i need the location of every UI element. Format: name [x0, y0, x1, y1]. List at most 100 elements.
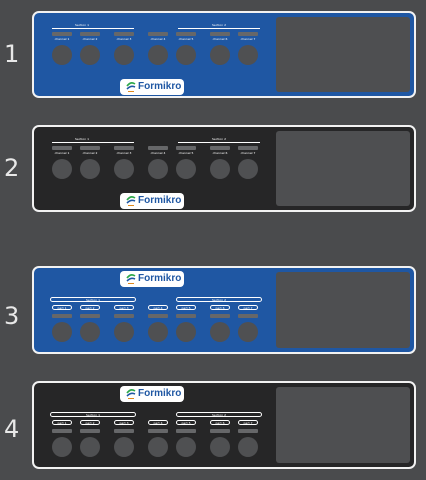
knob-7[interactable]	[238, 159, 258, 179]
channel-label: channel 3	[116, 37, 132, 41]
display-window	[276, 131, 410, 206]
channel-label: channel 4	[150, 151, 166, 155]
brand-logo: Formikro	[120, 271, 184, 287]
section-2-title: Section 2	[176, 412, 262, 417]
panel-3: Formikro Section 1 Section 2 part 1 part…	[32, 266, 416, 354]
label-slot	[176, 429, 196, 433]
knob-1[interactable]	[52, 159, 72, 179]
label-slot	[114, 429, 134, 433]
section-2-bar	[178, 142, 260, 143]
knob-6[interactable]	[210, 322, 230, 342]
channel-label: channel 2	[82, 151, 98, 155]
channel-label: channel 7	[240, 37, 256, 41]
knob-3[interactable]	[114, 159, 134, 179]
knob-4[interactable]	[148, 159, 168, 179]
display-window	[276, 17, 410, 92]
knob-7[interactable]	[238, 322, 258, 342]
knob-6[interactable]	[210, 437, 230, 457]
part-label: part 5	[176, 305, 196, 310]
channel-label: channel 3	[116, 151, 132, 155]
channel-label: channel 1	[54, 151, 70, 155]
row-number-3: 3	[4, 302, 20, 330]
knob-4[interactable]	[148, 437, 168, 457]
brand-logo: Formikro	[120, 386, 184, 402]
panel-1: Section 1 Section 2 channel 1 channel 2 …	[32, 11, 416, 98]
section-1-bar	[52, 142, 134, 143]
knob-5[interactable]	[176, 159, 196, 179]
knob-3[interactable]	[114, 437, 134, 457]
display-window	[276, 387, 410, 463]
label-slot	[148, 429, 168, 433]
part-label: part 3	[114, 305, 134, 310]
label-slot	[210, 146, 230, 150]
knob-3[interactable]	[114, 322, 134, 342]
label-slot	[114, 32, 134, 36]
part-label: part 7	[238, 305, 258, 310]
label-slot	[210, 32, 230, 36]
knob-5[interactable]	[176, 45, 196, 65]
label-slot	[80, 429, 100, 433]
brand-name: Formikro	[138, 81, 182, 92]
part-label: part 2	[80, 420, 100, 425]
knob-1[interactable]	[52, 45, 72, 65]
label-slot	[176, 32, 196, 36]
label-slot	[238, 32, 258, 36]
section-1-bar	[52, 28, 134, 29]
knob-4[interactable]	[148, 322, 168, 342]
knob-4[interactable]	[148, 45, 168, 65]
section-2-bar	[178, 28, 260, 29]
knob-3[interactable]	[114, 45, 134, 65]
knob-5[interactable]	[176, 322, 196, 342]
label-slot	[238, 146, 258, 150]
brand-name: Formikro	[138, 273, 182, 284]
brand-name: Formikro	[138, 388, 182, 399]
row-number-4: 4	[4, 415, 20, 443]
label-slot	[210, 314, 230, 318]
knob-2[interactable]	[80, 159, 100, 179]
brand-logo: Formikro	[120, 193, 184, 209]
section-1-title: Section 1	[50, 297, 136, 302]
label-slot	[52, 146, 72, 150]
part-label: part 6	[210, 305, 230, 310]
channel-label: channel 1	[54, 37, 70, 41]
part-label: part 7	[238, 420, 258, 425]
label-slot	[148, 32, 168, 36]
knob-2[interactable]	[80, 45, 100, 65]
part-label: part 1	[52, 305, 72, 310]
panel-2: Section 1 Section 2 channel 1 channel 2 …	[32, 125, 416, 212]
knob-1[interactable]	[52, 322, 72, 342]
channel-label: channel 4	[150, 37, 166, 41]
part-label: part 6	[210, 420, 230, 425]
part-label: part 4	[148, 420, 168, 425]
knob-2[interactable]	[80, 437, 100, 457]
part-label: part 5	[176, 420, 196, 425]
label-slot	[52, 314, 72, 318]
knob-7[interactable]	[238, 437, 258, 457]
label-slot	[238, 429, 258, 433]
knob-1[interactable]	[52, 437, 72, 457]
part-label: part 2	[80, 305, 100, 310]
knob-7[interactable]	[238, 45, 258, 65]
label-slot	[176, 314, 196, 318]
section-2-title: Section 2	[211, 137, 226, 141]
part-label: part 1	[52, 420, 72, 425]
label-slot	[210, 429, 230, 433]
section-1-title: Section 1	[74, 23, 89, 27]
channel-label: channel 6	[212, 37, 228, 41]
label-slot	[238, 314, 258, 318]
label-slot	[80, 146, 100, 150]
label-slot	[80, 32, 100, 36]
formikro-logo-icon	[126, 389, 136, 399]
label-slot	[80, 314, 100, 318]
knob-6[interactable]	[210, 159, 230, 179]
display-window	[276, 272, 410, 348]
label-slot	[148, 314, 168, 318]
channel-label: channel 5	[178, 151, 194, 155]
section-2-title: Section 2	[211, 23, 226, 27]
knob-5[interactable]	[176, 437, 196, 457]
knob-2[interactable]	[80, 322, 100, 342]
row-number-1: 1	[4, 40, 20, 68]
knob-6[interactable]	[210, 45, 230, 65]
label-slot	[114, 146, 134, 150]
part-label: part 4	[148, 305, 168, 310]
